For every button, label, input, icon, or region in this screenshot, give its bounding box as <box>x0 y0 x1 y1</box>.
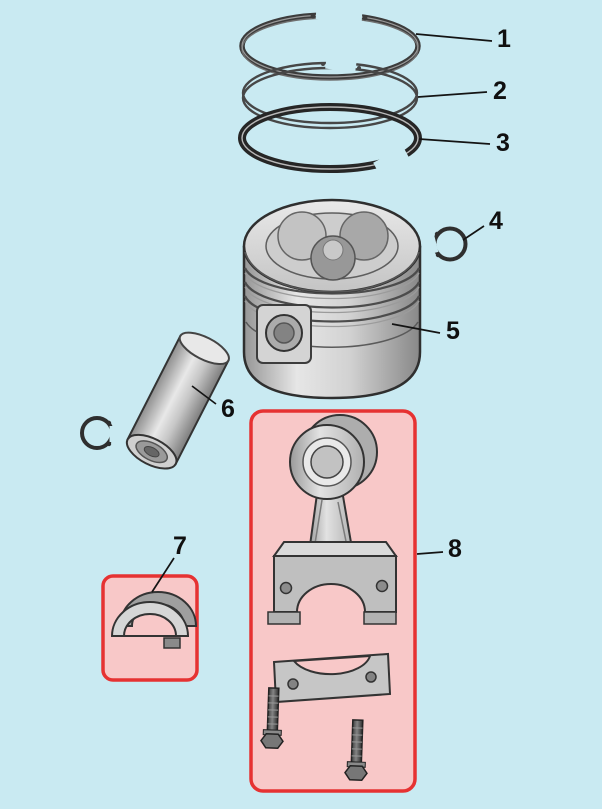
rod-bolt-right <box>344 719 368 781</box>
connecting-rod <box>267 414 398 625</box>
leader-line-3 <box>418 138 491 145</box>
leader-line-8 <box>416 551 444 555</box>
leader-line-5 <box>391 323 441 334</box>
bearing-shell <box>110 591 198 649</box>
callout-3[interactable]: 3 <box>496 129 510 157</box>
leader-lines <box>151 33 493 593</box>
leader-line-6 <box>191 385 217 405</box>
piston-pin <box>125 331 230 470</box>
leader-line-7 <box>151 557 175 593</box>
bearing-cap <box>272 652 392 704</box>
piston <box>242 198 422 400</box>
callout-4[interactable]: 4 <box>489 207 503 235</box>
callout-8[interactable]: 8 <box>448 535 462 563</box>
leader-line-4 <box>462 225 485 241</box>
callout-5[interactable]: 5 <box>446 317 460 345</box>
leader-line-2 <box>417 91 488 98</box>
callout-1[interactable]: 1 <box>497 25 511 53</box>
circlip-right <box>425 226 468 262</box>
callout-labels: 1 2 3 4 5 6 7 8 <box>173 25 511 563</box>
oil-ring <box>238 103 422 174</box>
callout-7[interactable]: 7 <box>173 532 187 560</box>
piston-ring-second <box>241 55 419 130</box>
callout-2[interactable]: 2 <box>493 77 507 105</box>
piston-ring-top <box>239 9 421 81</box>
circlip-left <box>80 416 119 450</box>
leader-line-1 <box>415 33 493 42</box>
callout-6[interactable]: 6 <box>221 395 235 423</box>
rod-bolt-left <box>260 687 284 749</box>
